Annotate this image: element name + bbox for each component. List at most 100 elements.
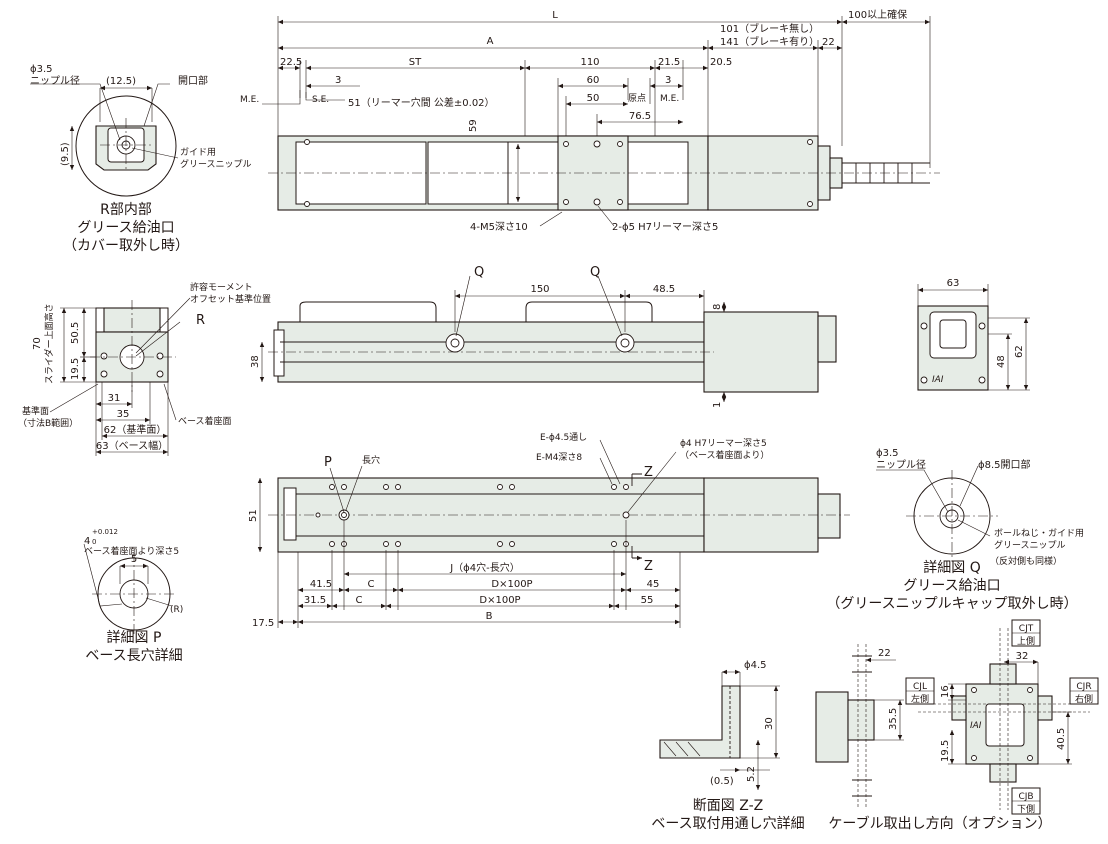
label-se: S.E. (312, 95, 329, 105)
end-view-right: IAI 63 48 62 (917, 278, 1030, 391)
dim-62-ref: 62（基準面） (104, 423, 167, 436)
label-me-right: M.E. (660, 94, 679, 104)
label-origin: 原点 (628, 93, 646, 104)
dim-L: L (552, 10, 558, 21)
cable-40-5: 40.5 (1056, 728, 1067, 750)
detail-r-guide2: グリースニップル (180, 158, 252, 170)
detail-r-caption3: （カバー取外し時） (63, 238, 189, 254)
bottom-view: P 長穴 E-ϕ4.5通し E-M4深さ8 ϕ4 H7リーマー深さ5 （ベース着… (248, 432, 850, 629)
side-q-right: Q (590, 265, 600, 280)
svg-text:IAI: IAI (970, 721, 982, 731)
side-q-left: Q (474, 265, 484, 280)
detail-p: 4 +0.012 0 ベース着座面より深さ5 5 (R) 詳細図 P ベース長穴… (83, 528, 183, 664)
dim-63-width: 63（ベース幅） (96, 439, 168, 452)
label-ref1: 基準面 (22, 405, 49, 417)
detail-q: ϕ3.5 ニップル径 ϕ8.5開口部 ボールねじ・ガイド用 グリースニップル （… (826, 448, 1084, 612)
dim-17-5: 17.5 (252, 618, 274, 629)
detail-q-phi: ϕ3.5 (876, 448, 899, 459)
label-e-m4: E-M4深さ8 (536, 452, 582, 463)
section-z-0-5: (0.5) (710, 776, 734, 787)
label-m5-tap: 4-M5深さ10 (470, 221, 528, 233)
label-Z-bottom: Z (644, 559, 653, 574)
label-phi5-ream: 2-ϕ5 H7リーマー深さ5 (612, 221, 718, 233)
dim-60: 60 (587, 75, 600, 86)
dim-J: J（ϕ4穴-長穴） (449, 561, 520, 574)
dim-brake-none: 101（ブレーキ無し） (720, 22, 819, 35)
dim-22-5: 22.5 (280, 57, 302, 68)
detail-q-nipple: ニップル径 (876, 458, 926, 471)
dim-70: 70 (32, 337, 43, 350)
detail-p-depth: ベース着座面より深さ5 (84, 545, 179, 557)
svg-text:IAI: IAI (932, 375, 944, 385)
detail-r-caption1: R部内部 (100, 202, 152, 218)
dim-B: B (486, 611, 493, 622)
dim-20-5: 20.5 (710, 57, 732, 68)
cable-CJB: CJB (1018, 792, 1033, 802)
cable-CJL-label: 左側 (911, 693, 929, 705)
section-z-5-2: 5.2 (746, 766, 757, 782)
label-ream-pitch: 51（リーマー穴間 公差±0.02） (348, 96, 495, 109)
label-phi4-ream: ϕ4 H7リーマー深さ5 (680, 438, 767, 449)
detail-q-ball1: ボールねじ・ガイド用 (994, 528, 1084, 539)
dim-19-5: 19.5 (70, 358, 81, 380)
dim-A: A (487, 36, 494, 47)
cable-CJR-label: 右側 (1075, 693, 1093, 705)
label-R: R (196, 313, 205, 328)
detail-p-tol-sup: +0.012 (92, 528, 118, 536)
dim-59: 59 (468, 119, 479, 132)
label-e-phi45: E-ϕ4.5通し (540, 432, 587, 443)
dim-3-right: 3 (665, 75, 671, 86)
dim-48: 48 (996, 355, 1007, 368)
detail-r-12-5: (12.5) (106, 76, 136, 87)
dim-C-lower: C (356, 595, 363, 606)
end-view-left: 許容モーメント オフセット基準位置 R 70 スライダー上面高さ 50.5 19… (18, 281, 271, 456)
detail-r-opening: 開口部 (178, 74, 208, 87)
dim-50-5: 50.5 (70, 322, 81, 344)
dim-brake-yes: 141（ブレーキ有り） (720, 35, 819, 48)
cable-CJR: CJR (1076, 682, 1091, 692)
dim-35: 35 (117, 409, 130, 420)
dim-63-end: 63 (947, 278, 960, 289)
dim-48-5: 48.5 (653, 284, 675, 295)
detail-q-ball2: グリースニップル (994, 539, 1066, 551)
dim-3-left: 3 (335, 75, 341, 86)
detail-q-open: ϕ8.5開口部 (978, 458, 1031, 471)
dim-55: 55 (641, 595, 654, 606)
label-ref2: （寸法B範囲） (18, 417, 78, 429)
detail-p-tol-sub: 0 (92, 538, 96, 546)
dim-38: 38 (250, 355, 261, 368)
dim-21-5: 21.5 (658, 57, 680, 68)
cable-CJL: CJL (913, 682, 927, 692)
label-base-seat: ベース着座面 (178, 415, 232, 427)
dim-1: 1 (712, 402, 723, 408)
dim-31-5: 31.5 (304, 595, 326, 606)
cable-32: 32 (1016, 651, 1029, 662)
label-moment1: 許容モーメント (190, 281, 253, 293)
dim-62-end: 62 (1014, 345, 1025, 358)
detail-r-guide1: ガイド用 (180, 147, 216, 158)
dim-D-lower: D×100P (479, 595, 520, 606)
label-me-left: M.E. (240, 95, 259, 105)
dim-76-5: 76.5 (629, 111, 651, 122)
dim-100-min: 100以上確保 (848, 8, 907, 21)
cable-CJT-label: 上側 (1017, 635, 1035, 647)
detail-r: ϕ3.5 ニップル径 (12.5) 開口部 (9.5) ガイド用 グリースニップ… (30, 64, 252, 254)
section-z-phi: ϕ4.5 (744, 660, 767, 671)
label-phi4-base: （ベース着座面より） (680, 449, 769, 461)
bottom-holes (315, 484, 630, 547)
cable-CJB-label: 下側 (1017, 803, 1035, 815)
dim-C-upper: C (368, 579, 375, 590)
cable-exit: 22 35.5 IAI CJT (815, 619, 1099, 832)
cable-19-5: 19.5 (940, 740, 951, 762)
dim-45: 45 (647, 579, 660, 590)
dim-41-5: 41.5 (310, 579, 332, 590)
label-slider-height: スライダー上面高さ (43, 303, 55, 384)
label-P: P (324, 455, 332, 470)
label-Z-top: Z (644, 465, 653, 480)
section-z-caption2: ベース取付用通し穴詳細 (651, 816, 804, 832)
detail-p-tol: 4 (84, 536, 90, 547)
dim-110: 110 (580, 57, 599, 68)
cable-CJT: CJT (1019, 624, 1034, 634)
dim-22-top: 22 (822, 37, 835, 48)
